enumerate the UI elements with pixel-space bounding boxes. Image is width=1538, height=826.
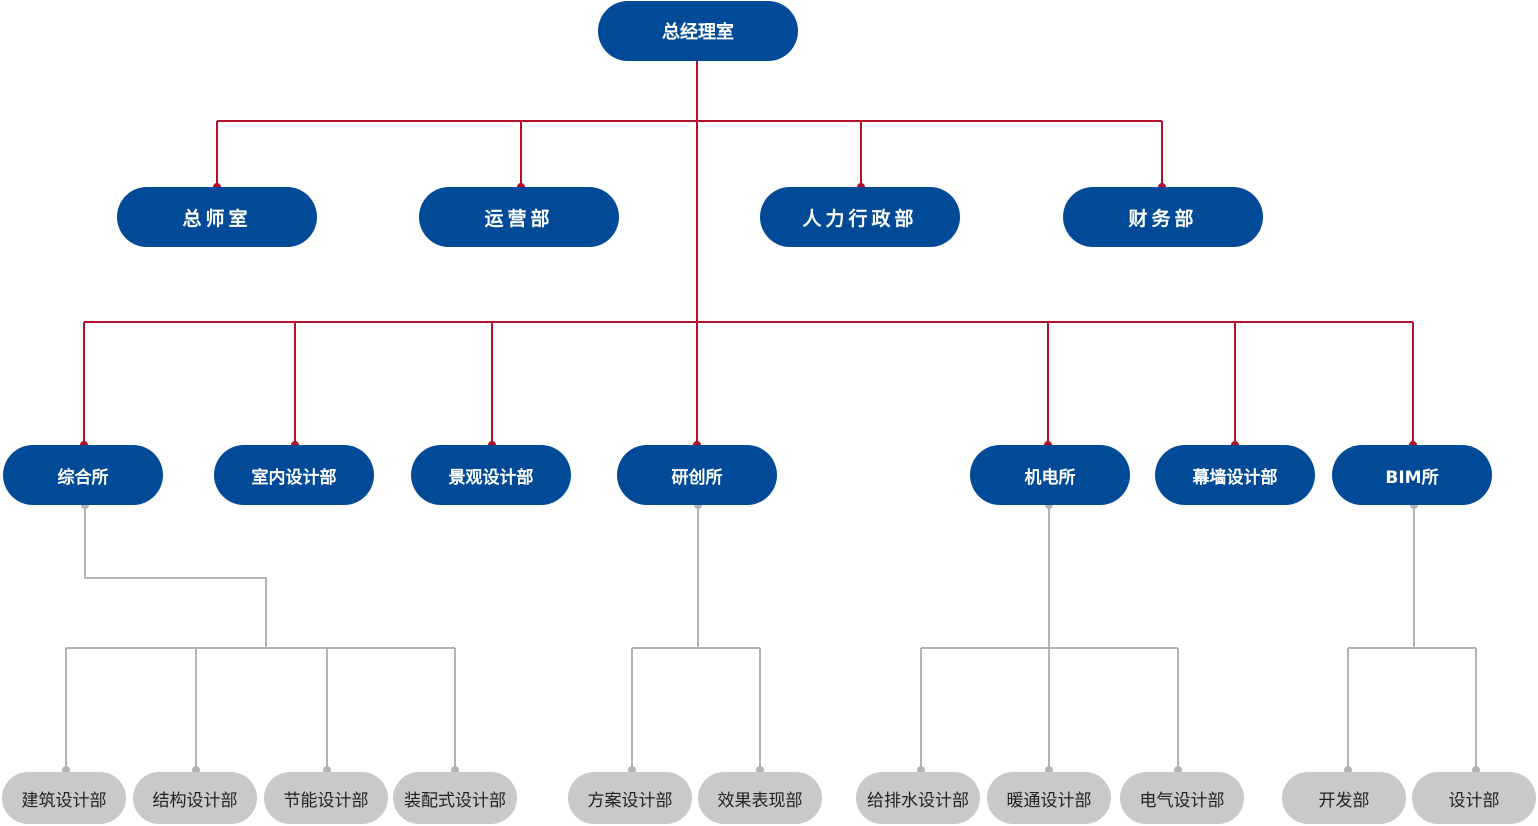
node-root: 总经理室 <box>598 1 798 61</box>
node-institute: 幕墙设计部 <box>1155 445 1315 505</box>
gray-connectors <box>65 505 1477 770</box>
node-office: 运营部 <box>419 187 619 247</box>
node-department: 暖通设计部 <box>987 772 1111 824</box>
node-department: 给排水设计部 <box>856 772 980 824</box>
node-institute: 综合所 <box>3 445 163 505</box>
node-institute: 机电所 <box>970 445 1130 505</box>
node-department: 效果表现部 <box>698 772 822 824</box>
node-institute: 研创所 <box>617 445 777 505</box>
node-institute: BIM所 <box>1332 445 1492 505</box>
node-department: 结构设计部 <box>133 772 257 824</box>
zonghe-link <box>84 505 267 648</box>
node-office: 总师室 <box>117 187 317 247</box>
node-department: 电气设计部 <box>1120 772 1244 824</box>
node-department: 开发部 <box>1282 772 1406 824</box>
gray-dots <box>62 501 1480 774</box>
node-department: 设计部 <box>1412 772 1536 824</box>
node-office: 财务部 <box>1063 187 1263 247</box>
red-connectors <box>83 60 1414 445</box>
node-department: 方案设计部 <box>568 772 692 824</box>
node-department: 节能设计部 <box>264 772 388 824</box>
node-department: 建筑设计部 <box>2 772 126 824</box>
node-institute: 景观设计部 <box>411 445 571 505</box>
node-department: 装配式设计部 <box>393 772 517 824</box>
node-institute: 室内设计部 <box>214 445 374 505</box>
node-office: 人力行政部 <box>760 187 960 247</box>
